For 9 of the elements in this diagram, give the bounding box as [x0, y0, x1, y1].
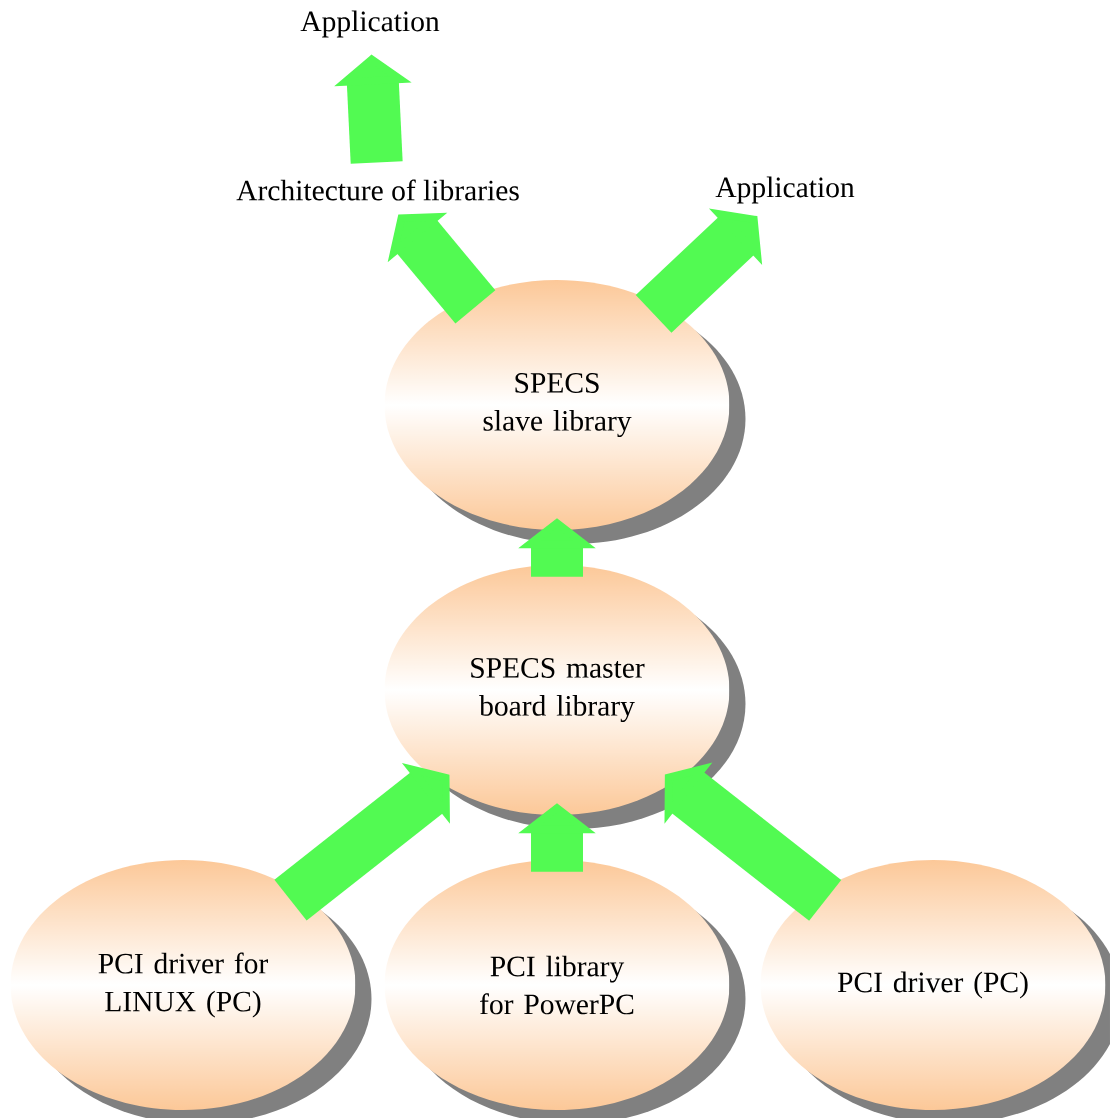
text-label: Application	[715, 176, 855, 204]
ellipse-node: PCI driver (PC)	[760, 860, 1110, 1118]
ellipse-node: SPECS slave library	[384, 280, 746, 544]
ellipse-node: PCI driver for LINUX (PC)	[10, 860, 372, 1118]
block-arrow	[274, 762, 450, 921]
text-label: Architecture of libraries	[236, 179, 519, 201]
ellipse-node: PCI library for PowerPC	[384, 860, 746, 1118]
ellipse-node: SPECS master board library	[384, 565, 746, 829]
text-label: Application	[300, 10, 440, 38]
